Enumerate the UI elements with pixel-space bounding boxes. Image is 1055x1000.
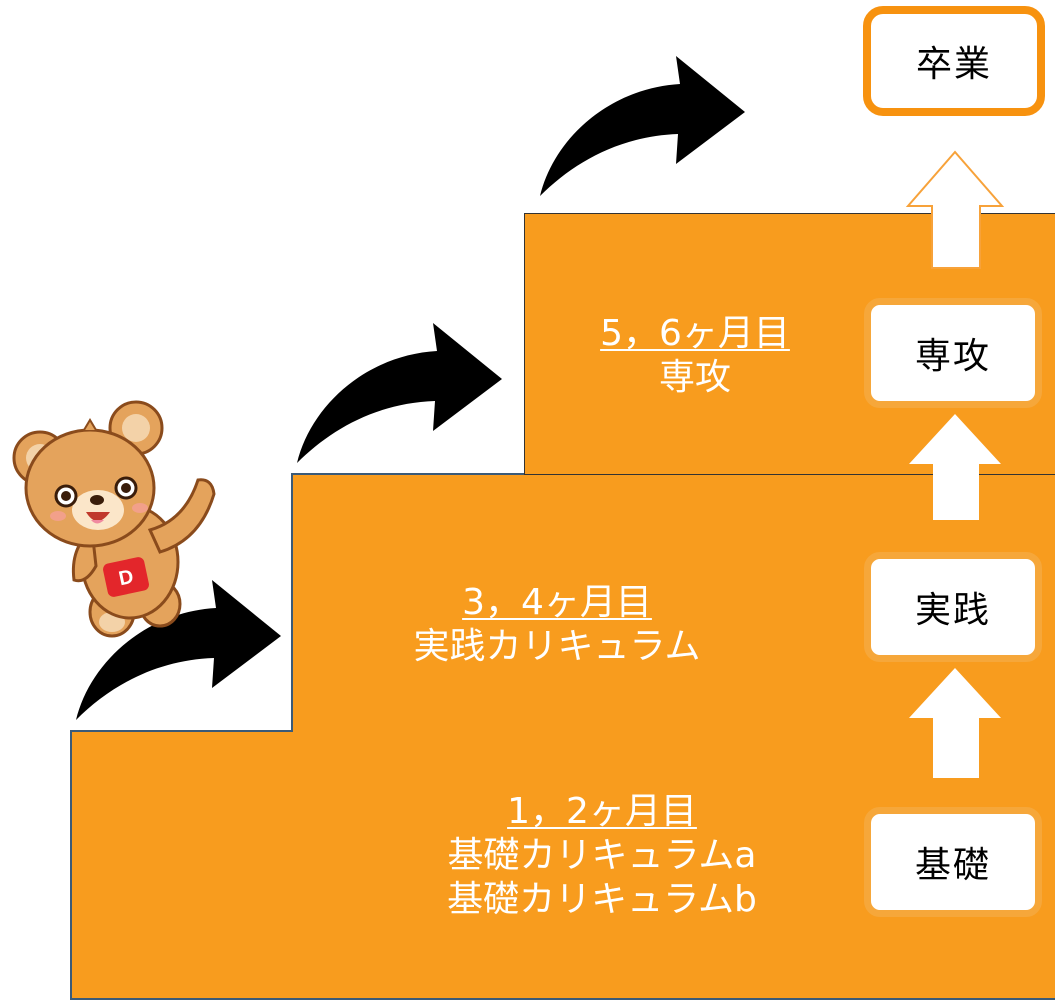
up-arrow-major-to-graduation-icon xyxy=(905,150,1005,269)
step-curriculum-2: 実践カリキュラム xyxy=(413,626,701,667)
step-curriculum-1a: 基礎カリキュラムa xyxy=(447,835,757,876)
up-arrow-practice-to-major-icon xyxy=(909,414,1001,520)
stage-box-practice: 実践 xyxy=(864,552,1042,662)
step-curriculum-3: 専攻 xyxy=(658,357,731,398)
step-text-2: 3，4ヶ月目 実践カリキュラム xyxy=(397,581,717,669)
up-arrow-basic-to-practice-icon xyxy=(909,668,1001,778)
step-text-3: 5，6ヶ月目 専攻 xyxy=(545,312,845,400)
stage-box-graduation: 卒業 xyxy=(863,6,1045,116)
mascot-badge-letter: D xyxy=(117,566,136,591)
step-period-3: 5，6ヶ月目 xyxy=(600,313,790,354)
step-period-1: 1，2ヶ月目 xyxy=(507,791,697,832)
curved-arrow-3-icon xyxy=(540,56,745,196)
curved-arrow-2-icon xyxy=(297,323,502,463)
step-text-1: 1，2ヶ月目 基礎カリキュラムa 基礎カリキュラムb xyxy=(392,790,812,922)
step-curriculum-1b: 基礎カリキュラムb xyxy=(447,879,757,920)
stage-box-major: 専攻 xyxy=(864,298,1042,408)
step-period-2: 3，4ヶ月目 xyxy=(462,582,652,623)
stage-box-basic: 基礎 xyxy=(864,807,1042,917)
bear-mascot-icon: D xyxy=(12,400,216,638)
